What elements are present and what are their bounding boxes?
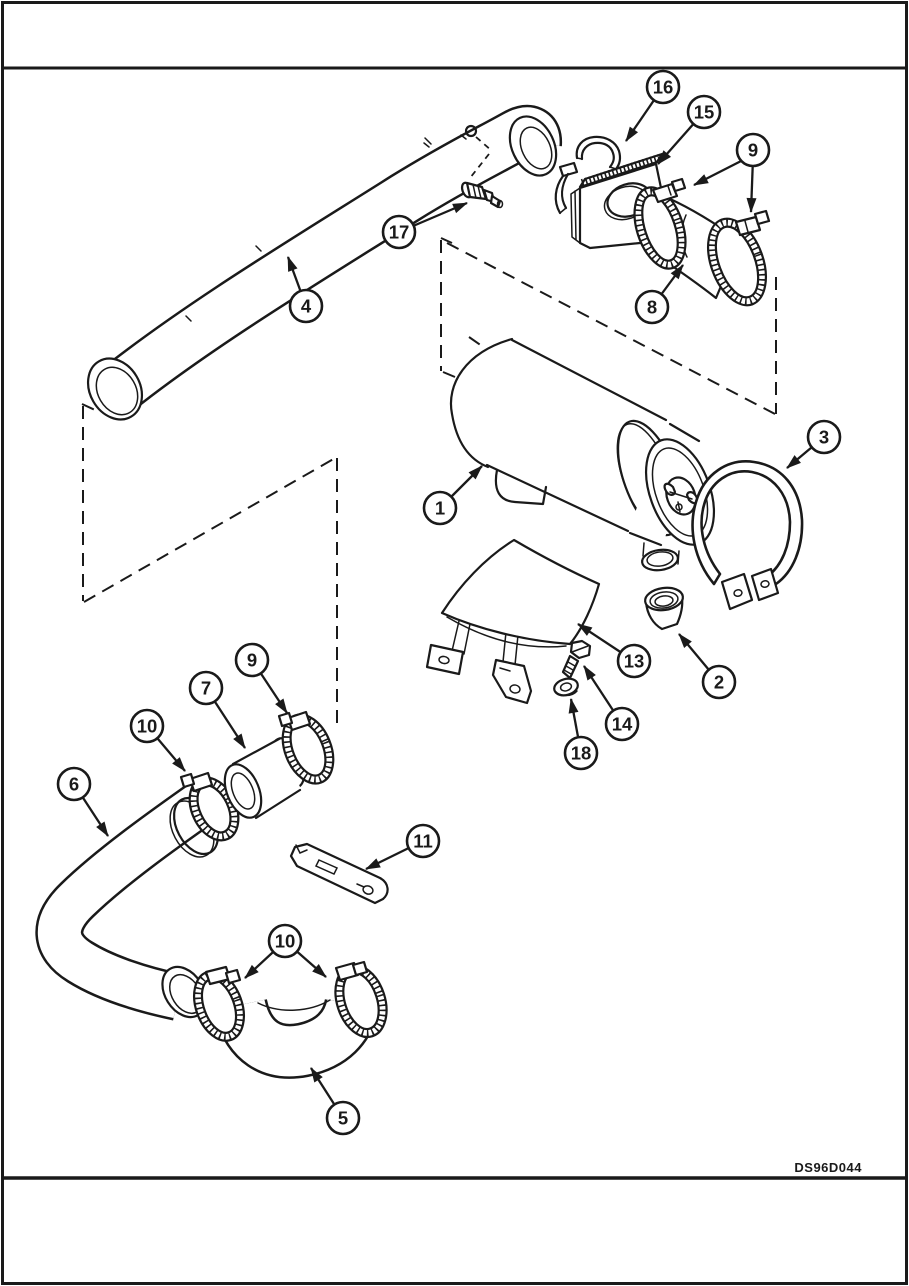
callout-label: 11 — [413, 831, 433, 852]
callout-8: 8 — [634, 289, 670, 325]
callout-18: 18 — [563, 735, 599, 771]
part-bolt — [561, 639, 592, 680]
hose-clamp-9b — [707, 209, 771, 307]
callout-label: 7 — [201, 678, 211, 699]
callout-label: 13 — [624, 651, 645, 672]
part-elbow-hose — [213, 997, 380, 1079]
callout-10-upper: 10 — [129, 708, 165, 744]
callout-label: 17 — [389, 222, 410, 243]
callout-2: 2 — [701, 664, 737, 700]
hose-clamp-9-lower — [277, 710, 335, 785]
callout-15: 15 — [686, 94, 722, 130]
part-band-clamp — [691, 460, 804, 611]
figure-code: DS96D044 — [794, 1160, 862, 1175]
part-dust-outlet — [641, 542, 680, 572]
callout-3: 3 — [806, 419, 842, 455]
callout-label: 18 — [571, 743, 592, 764]
callout-label: 9 — [748, 140, 758, 161]
part-support-bracket — [289, 842, 389, 905]
part-sleeve — [223, 737, 306, 820]
callout-label: 3 — [819, 427, 829, 448]
callout-9-lower: 9 — [234, 642, 270, 678]
callout-14: 14 — [604, 706, 640, 742]
callout-label: 10 — [275, 931, 296, 952]
callout-6: 6 — [56, 766, 92, 802]
callout-label: 15 — [694, 102, 715, 123]
callout-label: 14 — [612, 714, 633, 735]
callout-label: 10 — [137, 716, 158, 737]
part-washer — [553, 677, 579, 697]
part-spring-clip — [554, 135, 622, 215]
callout-10-bottom: 10 — [267, 923, 303, 959]
callout-13: 13 — [616, 643, 652, 679]
hose-clamp-9a — [633, 177, 687, 270]
callout-4: 4 — [288, 288, 324, 324]
callout-label: 16 — [653, 77, 674, 98]
callout-label: 5 — [338, 1108, 348, 1129]
callout-16: 16 — [645, 69, 681, 105]
callout-label: 9 — [247, 650, 257, 671]
callout-label: 8 — [647, 297, 657, 318]
part-shield-bracket — [425, 538, 601, 705]
part-upper-intake-tube — [86, 104, 563, 421]
hose-clamp-10-bottom-right — [334, 960, 388, 1039]
callout-label: 4 — [301, 296, 312, 317]
callout-label: 1 — [435, 498, 445, 519]
callout-17: 17 — [381, 214, 417, 250]
callout-7: 7 — [188, 670, 224, 706]
hose-clamp-10-bottom-left — [193, 965, 245, 1042]
callout-label: 2 — [714, 672, 724, 693]
part-sensor — [460, 136, 504, 209]
part-air-cleaner-body — [449, 337, 715, 547]
construction-lines — [81, 237, 777, 727]
part-dust-valve — [644, 586, 684, 631]
callout-label: 6 — [69, 774, 79, 795]
callout-11: 11 — [405, 823, 441, 859]
callout-9-top: 9 — [735, 132, 771, 168]
callout-5: 5 — [325, 1100, 361, 1136]
callout-1: 1 — [422, 490, 458, 526]
